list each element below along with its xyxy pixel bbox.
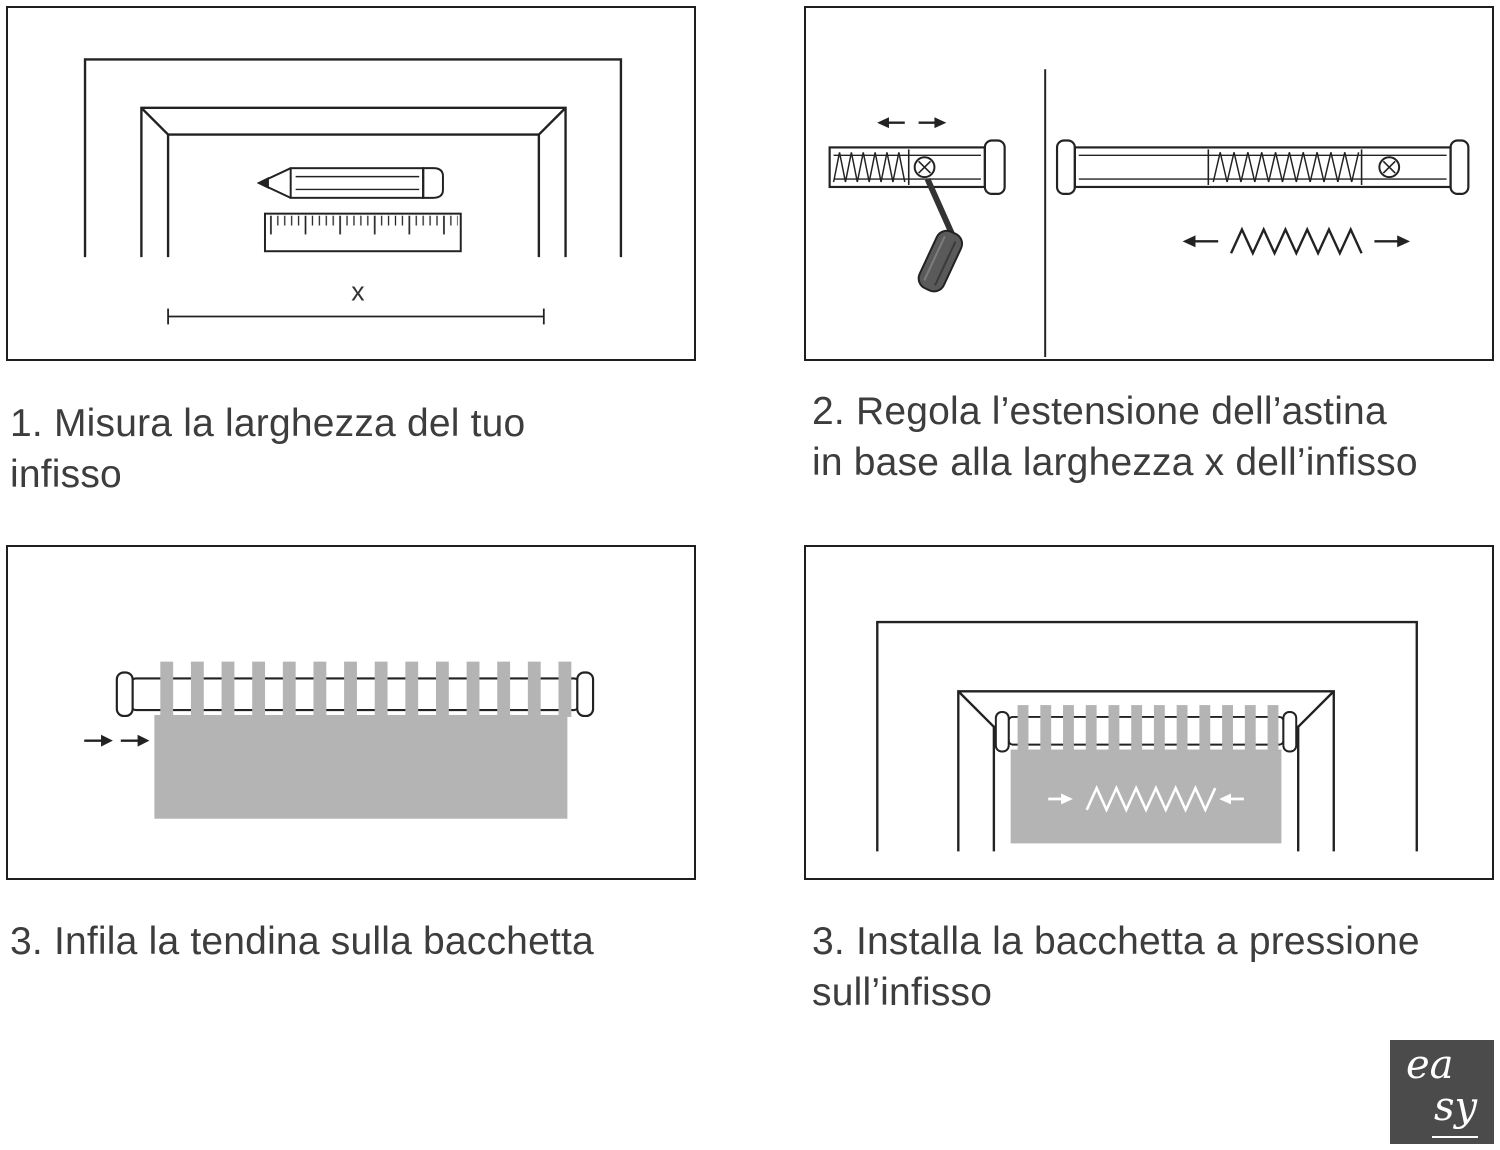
spring-icon xyxy=(1085,784,1217,813)
thread-curtain-diagram xyxy=(84,661,595,819)
spring-icon xyxy=(1229,226,1363,257)
easy-logo: ea sy xyxy=(1390,1040,1494,1144)
install-rod-diagram xyxy=(876,620,1418,852)
width-measurement: x xyxy=(167,277,545,325)
logo-text-sy: sy xyxy=(1434,1084,1478,1130)
curtain xyxy=(1010,705,1282,844)
ruler-icon xyxy=(263,212,462,253)
logo-text-ea: ea xyxy=(1406,1042,1454,1088)
step-1-caption: 1. Misura la larghezza del tuo infisso xyxy=(10,398,670,501)
tension-indicator xyxy=(1048,784,1244,813)
caption-line: 3. Infila la tendina sulla bacchetta xyxy=(10,920,594,963)
measure-window-diagram: x xyxy=(83,58,623,325)
caption-line: in base alla larghezza x dell’infisso xyxy=(812,441,1418,485)
extend-arrows xyxy=(877,117,947,129)
insert-arrows xyxy=(84,734,150,747)
caption-line: 1. Misura la larghezza del tuo xyxy=(10,402,526,445)
step-3-caption: 3. Infila la tendina sulla bacchetta xyxy=(10,916,690,967)
window-frame xyxy=(83,58,623,258)
step-4-caption: 3. Installa la bacchetta a pressione sul… xyxy=(812,916,1492,1019)
step-2-caption: 2. Regola l’estensione dell’astina in ba… xyxy=(812,386,1492,489)
adjust-rod-diagram xyxy=(828,69,1470,358)
rod-extended xyxy=(1055,139,1470,195)
curtain xyxy=(154,661,572,819)
spring-extension-indicator xyxy=(1182,226,1411,257)
logo-underline xyxy=(1432,1136,1478,1138)
caption-line: 3. Installa la bacchetta a pressione xyxy=(812,920,1420,963)
step-4-panel xyxy=(804,545,1494,880)
spring-icon xyxy=(832,152,906,183)
screw-icon xyxy=(913,156,936,179)
width-x-label: x xyxy=(351,277,365,307)
caption-line: 2. Regola l’estensione dell’astina xyxy=(812,390,1387,433)
step-3-panel xyxy=(6,545,696,880)
caption-line: sull’infisso xyxy=(812,971,993,1015)
rod-short-section xyxy=(828,139,1006,195)
step-1-panel: x xyxy=(6,6,696,361)
screwdriver-icon xyxy=(917,177,964,293)
caption-line: infisso xyxy=(10,453,122,497)
step-2-panel xyxy=(804,6,1494,361)
pencil-icon xyxy=(256,167,444,199)
tension-rod-installed xyxy=(994,711,1298,753)
screw-icon xyxy=(1378,156,1401,179)
spring-icon xyxy=(1212,152,1360,183)
